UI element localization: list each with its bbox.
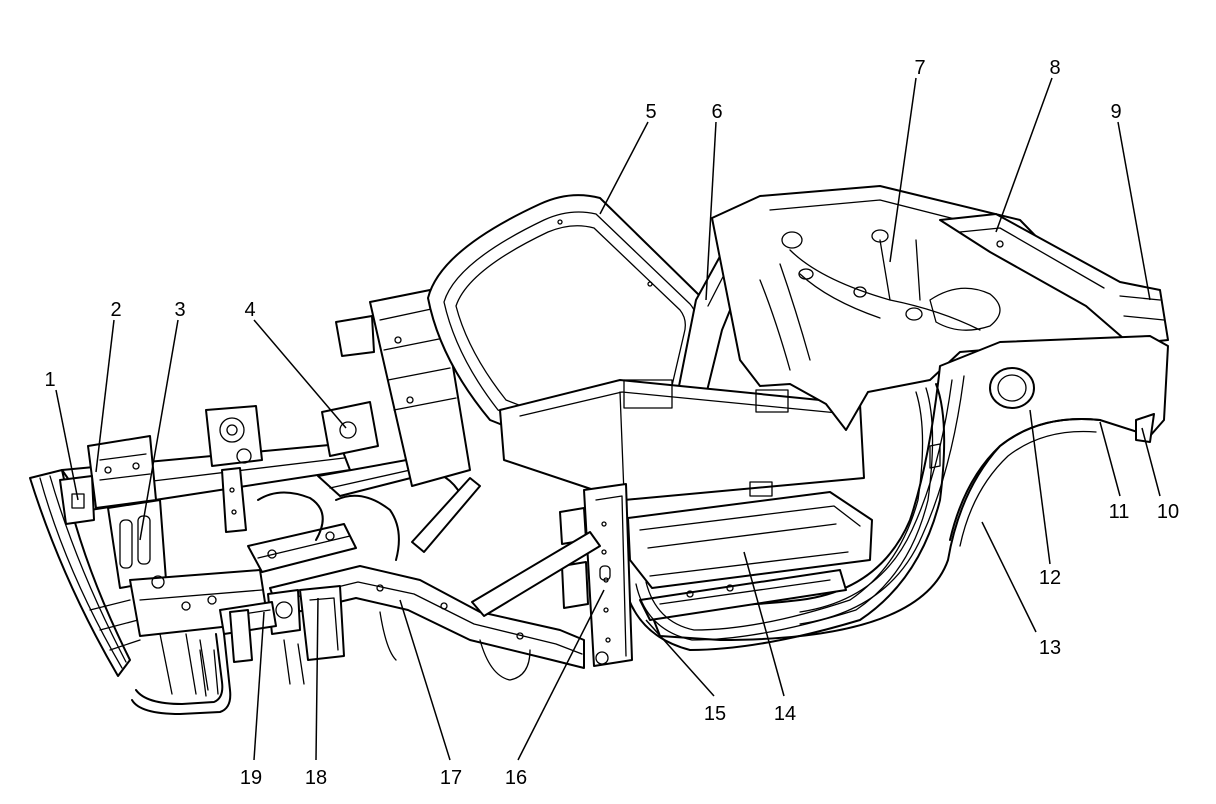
- engine-mount-tower: [205, 405, 263, 467]
- front-body-hinge-pillar: [559, 483, 633, 667]
- rocker-panel: [627, 481, 873, 621]
- front-frame-rail: [59, 435, 351, 525]
- leader-6: [705, 121, 717, 301]
- leader-17: [399, 599, 451, 761]
- callout-1: 1: [44, 369, 55, 391]
- callout-6: 6: [711, 101, 722, 123]
- leader-1: [55, 389, 79, 501]
- callout-16: 16: [505, 767, 527, 789]
- leader-7: [889, 77, 917, 263]
- callout-8: 8: [1049, 57, 1060, 79]
- vertical-support-bracket: [221, 467, 247, 533]
- door-opening-flange: [623, 383, 946, 651]
- front-suspension-bracket: [267, 585, 345, 661]
- leader-18: [315, 597, 319, 761]
- leader-lines: [55, 77, 1161, 761]
- leader-14: [743, 551, 785, 697]
- leader-5: [599, 121, 649, 215]
- lower-frame-rail: [269, 565, 585, 669]
- callout-2: 2: [110, 299, 121, 321]
- callout-3: 3: [174, 299, 185, 321]
- diagonal-brace: [411, 477, 601, 617]
- body-structure-drawing: [29, 185, 1169, 715]
- callout-5: 5: [645, 101, 656, 123]
- leader-11: [1099, 421, 1121, 497]
- leader-13: [981, 521, 1037, 633]
- leader-15: [645, 619, 715, 697]
- callout-4: 4: [244, 299, 255, 321]
- callout-19: 19: [240, 767, 262, 789]
- leader-3: [139, 319, 179, 541]
- suspension-crossmember: [247, 467, 460, 573]
- lower-chassis-details: [199, 611, 531, 697]
- leader-2: [95, 319, 115, 473]
- callout-9: 9: [1110, 101, 1121, 123]
- callout-7: 7: [914, 57, 925, 79]
- leader-12: [1029, 409, 1051, 565]
- callout-14: 14: [774, 703, 796, 725]
- callout-11: 11: [1109, 501, 1130, 523]
- leader-9: [1117, 121, 1151, 301]
- rear-wheel-opening: [949, 413, 1155, 547]
- leader-10: [1141, 427, 1161, 497]
- rear-upper-rail: [939, 213, 1169, 345]
- callout-12: 12: [1039, 567, 1061, 589]
- leader-19: [253, 611, 265, 761]
- callout-labels: 1 2 3 4 5 6 7 8 9 10 11 12 13 14 15 16 1…: [44, 57, 1179, 789]
- callout-10: 10: [1157, 501, 1179, 523]
- leader-8: [995, 77, 1053, 233]
- callout-17: 17: [440, 767, 462, 789]
- front-link-rail: [219, 601, 277, 663]
- callout-15: 15: [704, 703, 726, 725]
- callout-13: 13: [1039, 637, 1061, 659]
- callout-18: 18: [305, 767, 327, 789]
- center-tunnel-compartment: [499, 379, 865, 501]
- leader-16: [517, 589, 605, 761]
- frame-bracket: [107, 499, 167, 589]
- leader-4: [253, 319, 347, 429]
